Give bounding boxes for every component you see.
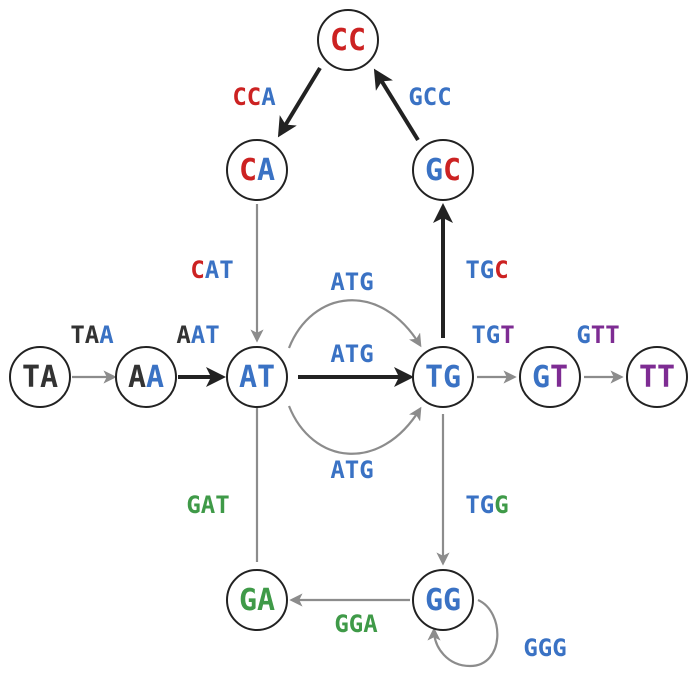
label-segment: A <box>146 360 164 395</box>
edge-label-tgt: TGT <box>471 321 514 349</box>
edge-label-tgc: TGC <box>465 256 508 284</box>
label-segment: A <box>128 360 146 395</box>
label-segment: TG <box>465 491 494 519</box>
edge-label-cat: CAT <box>190 256 233 284</box>
node-label-tg: TG <box>425 360 461 395</box>
node-label-gc: GC <box>425 153 461 188</box>
node-aa[interactable]: AA <box>115 346 177 408</box>
label-segment: GA <box>239 583 275 618</box>
node-label-at: AT <box>239 360 275 395</box>
label-segment: TG <box>425 360 461 395</box>
label-segment: TT <box>639 360 675 395</box>
edge-gg-gg-loop <box>427 598 499 668</box>
node-ga[interactable]: GA <box>226 569 288 631</box>
node-gt[interactable]: GT <box>519 346 581 408</box>
label-segment: G <box>532 360 550 395</box>
label-segment: AT <box>191 321 220 349</box>
edge-label-gat: GAT <box>186 491 229 519</box>
label-segment: A <box>257 153 275 188</box>
node-cc[interactable]: CC <box>317 9 379 71</box>
label-segment: TT <box>591 321 620 349</box>
label-segment: AT <box>239 360 275 395</box>
label-segment: A <box>261 83 276 111</box>
label-segment: TA <box>70 321 99 349</box>
node-label-gt: GT <box>532 360 568 395</box>
label-segment: G <box>494 491 508 519</box>
edge-label-aat: AAT <box>176 321 219 349</box>
edge-label-gcc: GCC <box>408 83 451 111</box>
node-gc[interactable]: GC <box>412 139 474 201</box>
label-segment: C <box>443 153 461 188</box>
node-label-ta: TA <box>22 360 58 395</box>
edge-at-tg-top <box>287 299 422 349</box>
edge-label-gga: GGA <box>334 610 378 638</box>
node-tt[interactable]: TT <box>626 346 688 408</box>
label-segment: ATG <box>330 268 373 296</box>
edge-gc-cc <box>373 68 420 142</box>
node-at[interactable]: AT <box>226 346 288 408</box>
node-tg[interactable]: TG <box>412 346 474 408</box>
label-segment: G <box>425 153 443 188</box>
edge-label-atg-mid: ATG <box>330 340 373 368</box>
label-segment: G <box>576 321 590 349</box>
label-segment: C <box>190 256 204 284</box>
label-segment: CC <box>330 23 366 58</box>
node-label-tt: TT <box>639 360 675 395</box>
label-segment: C <box>494 256 508 284</box>
label-segment: A <box>176 321 191 349</box>
label-segment: CC <box>232 83 261 111</box>
edge-label-cca: CCA <box>232 83 276 111</box>
node-label-ca: CA <box>239 153 275 188</box>
label-segment: GGG <box>523 634 566 662</box>
node-label-cc: CC <box>330 23 366 58</box>
edge-label-gtt: GTT <box>576 321 619 349</box>
label-segment: ATG <box>330 340 373 368</box>
label-segment: AT <box>205 256 234 284</box>
label-segment: C <box>239 153 257 188</box>
edge-label-taa: TAA <box>70 321 114 349</box>
edge-cc-ca <box>277 66 322 138</box>
label-segment: T <box>550 360 568 395</box>
label-segment: GCC <box>408 83 451 111</box>
nodes: CC CA GC TA AA AT TG GT <box>9 9 688 631</box>
node-label-aa: AA <box>128 360 164 395</box>
node-gg[interactable]: GG <box>412 569 474 631</box>
label-segment: A <box>99 321 114 349</box>
label-segment: TA <box>22 360 58 395</box>
edge-label-tgg: TGG <box>465 491 508 519</box>
node-ca[interactable]: CA <box>226 139 288 201</box>
label-segment: TG <box>465 256 494 284</box>
label-segment: GAT <box>186 491 229 519</box>
edge-label-atg-bot: ATG <box>330 456 373 484</box>
edges <box>72 66 624 668</box>
label-segment: ATG <box>330 456 373 484</box>
node-label-gg: GG <box>425 583 461 618</box>
edge-label-atg-top: ATG <box>330 268 373 296</box>
label-segment: GG <box>425 583 461 618</box>
node-label-ga: GA <box>239 583 275 618</box>
edge-label-ggg: GGG <box>523 634 566 662</box>
label-segment: TG <box>471 321 500 349</box>
label-segment: GGA <box>334 610 378 638</box>
edge-labels: CCA GCC CAT TGC TAA AAT ATG ATG ATG TGT … <box>70 83 619 662</box>
node-ta[interactable]: TA <box>9 346 71 408</box>
label-segment: T <box>500 321 514 349</box>
edge-at-tg-bot <box>287 405 422 455</box>
